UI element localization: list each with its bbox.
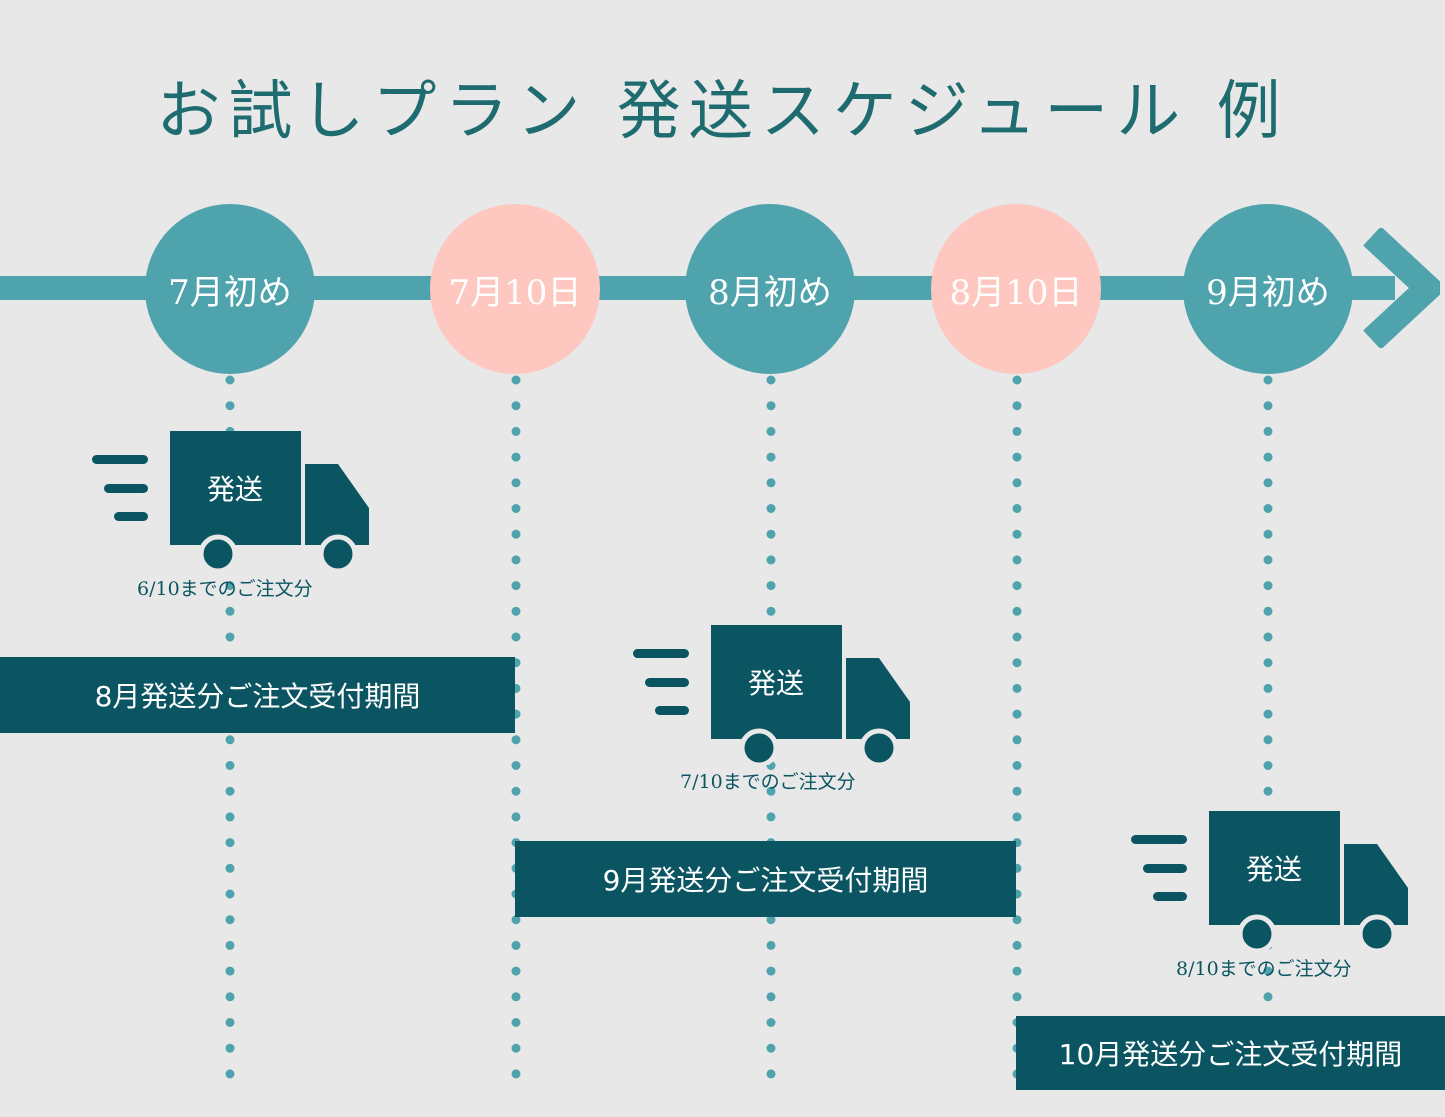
shipment-label: 発送 xyxy=(747,667,804,700)
milestone-september-start: 9月初め xyxy=(1183,204,1353,374)
shipment-note: 8/10までのご注文分 xyxy=(1176,958,1352,980)
dotted-guide-4 xyxy=(1012,375,1022,1090)
shipment-label: 発送 xyxy=(1245,853,1302,886)
shipment-note: 6/10までのご注文分 xyxy=(137,578,313,600)
dotted-guide-1 xyxy=(225,375,235,1090)
dotted-guide-2 xyxy=(511,375,521,1090)
order-period-september: 9月発送分ご注文受付期間 xyxy=(515,841,1016,917)
arrow-right-icon xyxy=(1363,228,1440,348)
shipment-1: 発送 xyxy=(90,431,380,571)
dotted-guide-5 xyxy=(1263,375,1273,1090)
milestone-july-10: 7月10日 xyxy=(430,204,600,374)
truck-icon xyxy=(1131,811,1408,951)
milestone-july-start: 7月初め xyxy=(145,204,315,374)
order-period-august: 8月発送分ご注文受付期間 xyxy=(0,657,515,733)
shipment-note: 7/10までのご注文分 xyxy=(680,771,856,793)
shipment-3: 発送 xyxy=(1129,811,1419,951)
order-period-october: 10月発送分ご注文受付期間 xyxy=(1016,1016,1445,1090)
page-title: お試しプラン 発送スケジュール 例 xyxy=(156,75,1289,149)
truck-icon xyxy=(92,431,369,571)
truck-icon xyxy=(633,625,910,765)
milestone-august-10: 8月10日 xyxy=(931,204,1101,374)
dotted-guide-3 xyxy=(766,375,776,1090)
shipment-2: 発送 xyxy=(631,625,921,765)
shipment-label: 発送 xyxy=(206,473,263,506)
milestone-august-start: 8月初め xyxy=(685,204,855,374)
